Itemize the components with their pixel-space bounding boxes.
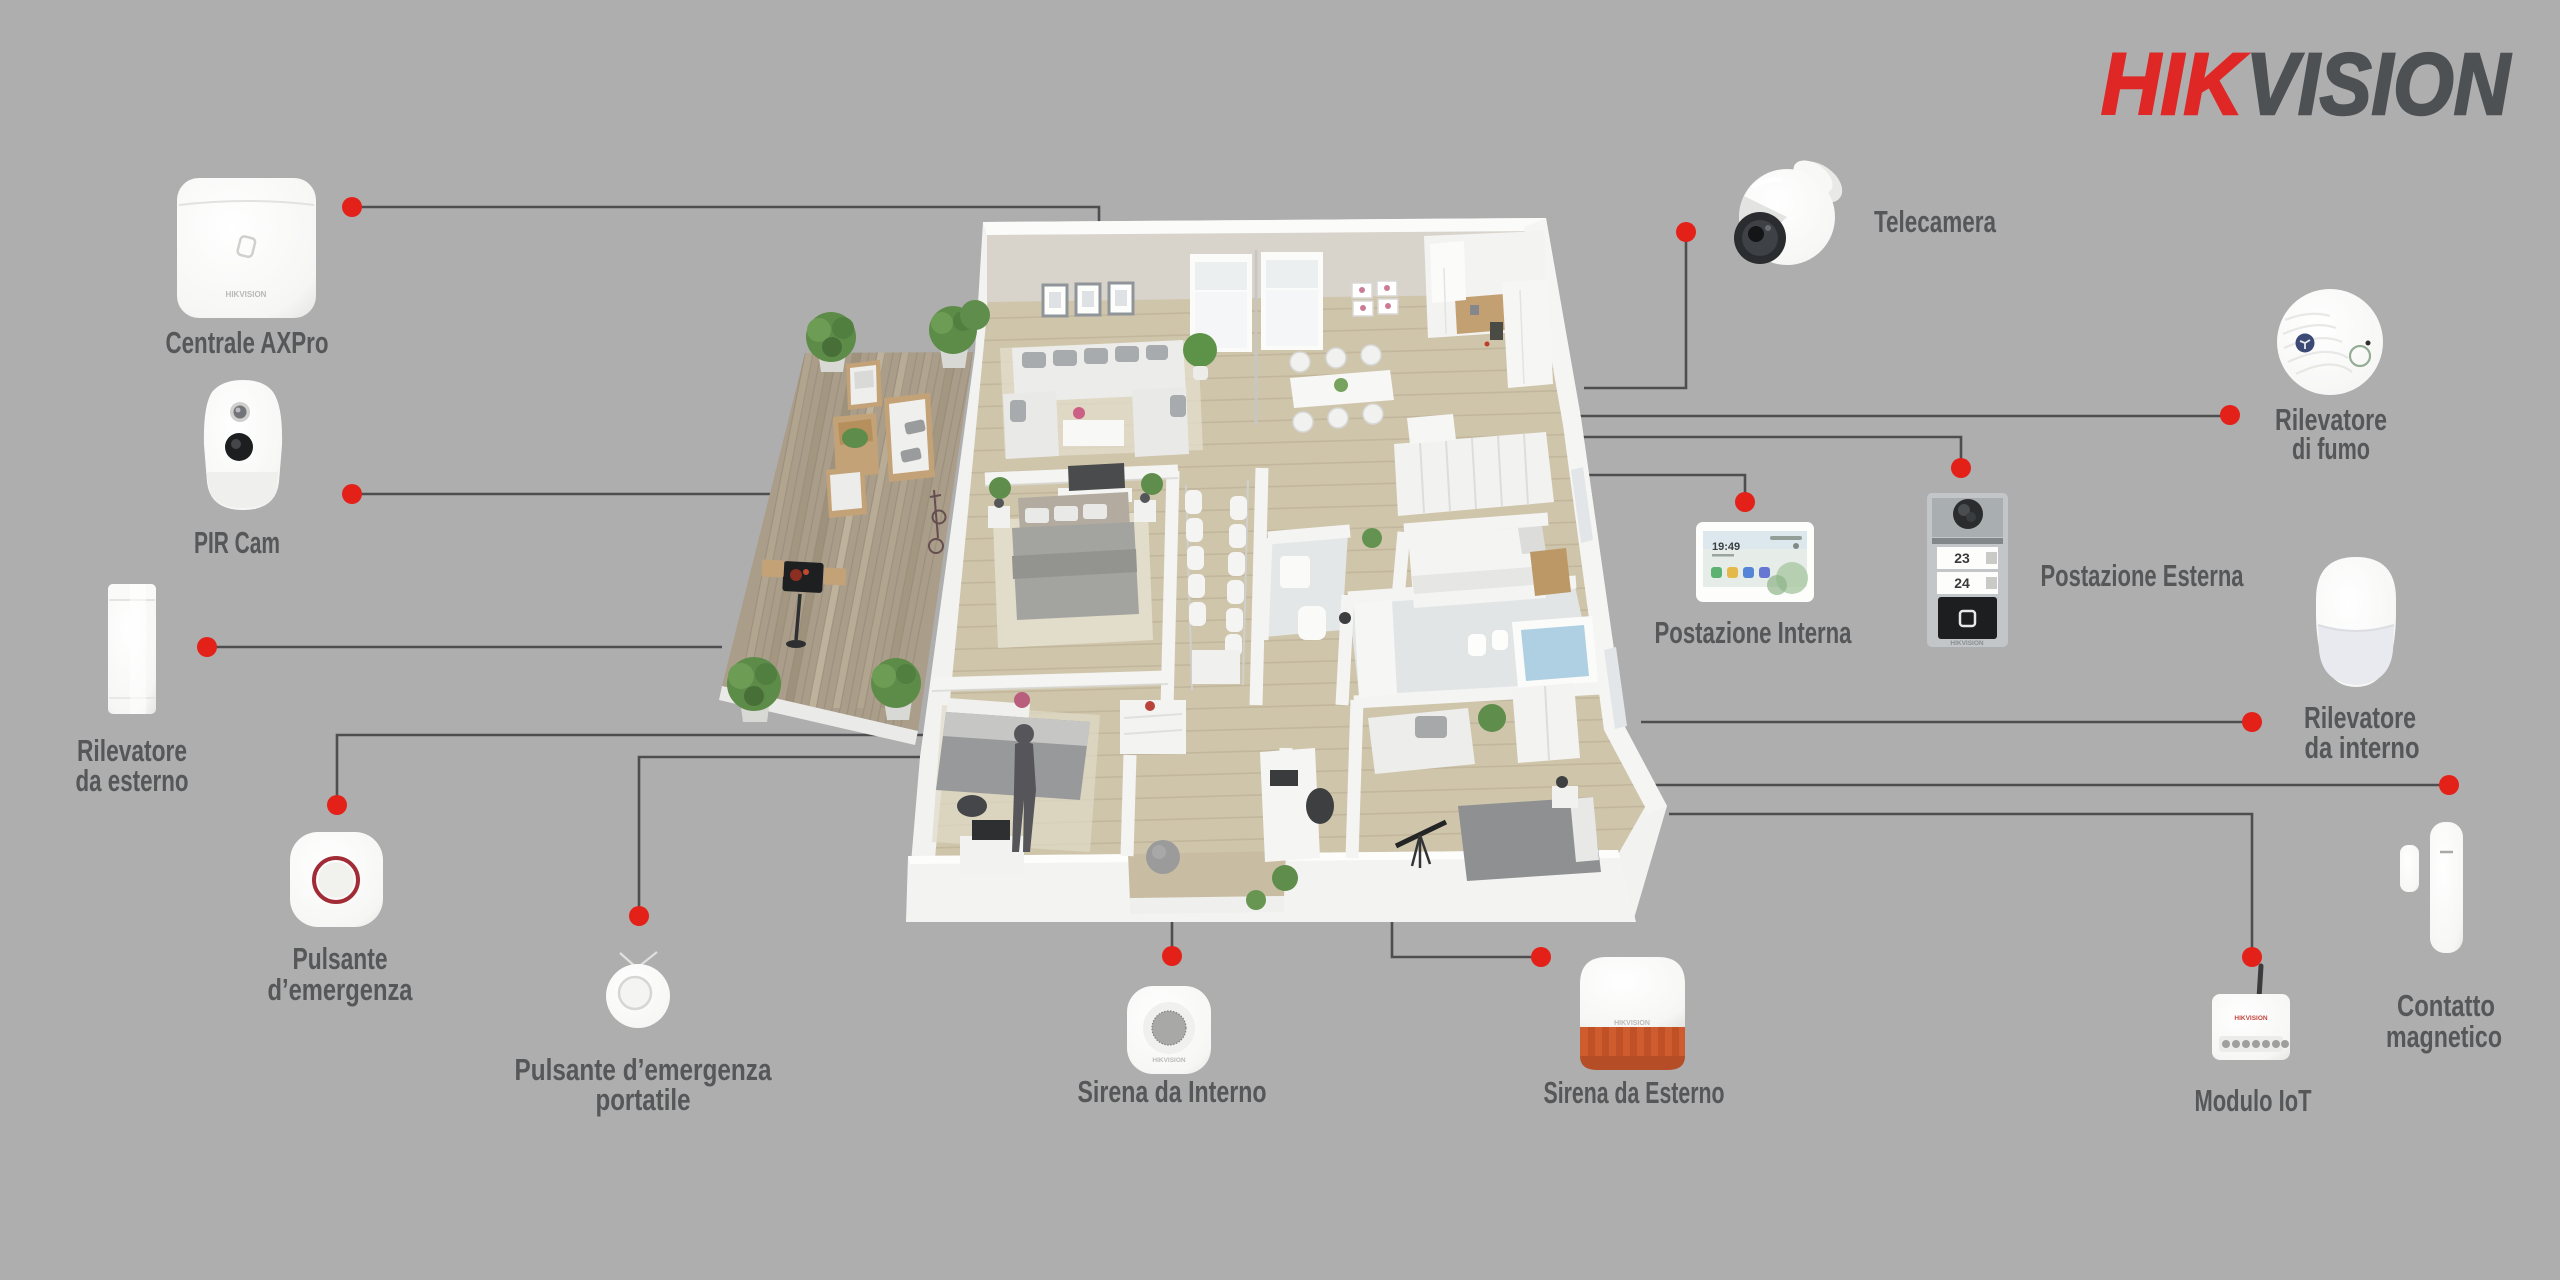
svg-text:di fumo: di fumo	[2292, 431, 2370, 466]
svg-text:Sirena da Esterno: Sirena da Esterno	[1544, 1075, 1725, 1110]
svg-text:Rilevatore: Rilevatore	[2275, 402, 2387, 437]
svg-text:HIKVISION: HIKVISION	[1950, 640, 1984, 647]
svg-text:Centrale AXPro: Centrale AXPro	[166, 325, 329, 360]
svg-text:Telecamera: Telecamera	[1874, 204, 1997, 239]
svg-text:24: 24	[1954, 575, 1970, 591]
svg-text:portatile: portatile	[596, 1082, 691, 1117]
svg-text:PIR Cam: PIR Cam	[194, 525, 280, 560]
svg-text:da interno: da interno	[2305, 730, 2420, 765]
svg-text:Contatto: Contatto	[2397, 988, 2495, 1023]
svg-text:HIKVISION: HIKVISION	[1614, 1020, 1650, 1027]
svg-text:Rilevatore: Rilevatore	[2304, 700, 2416, 735]
svg-text:VISION: VISION	[2246, 36, 2512, 133]
svg-text:Sirena da Interno: Sirena da Interno	[1078, 1074, 1267, 1109]
svg-text:19:49: 19:49	[1712, 541, 1740, 553]
svg-text:Pulsante d’emergenza: Pulsante d’emergenza	[515, 1052, 773, 1087]
svg-text:HIK: HIK	[2101, 36, 2249, 133]
svg-text:Pulsante: Pulsante	[293, 941, 388, 976]
svg-text:da esterno: da esterno	[76, 763, 189, 798]
svg-text:23: 23	[1954, 550, 1970, 566]
svg-text:Postazione Interna: Postazione Interna	[1655, 615, 1853, 650]
svg-text:HIKVISION: HIKVISION	[226, 290, 267, 299]
svg-text:Modulo IoT: Modulo IoT	[2195, 1083, 2312, 1118]
svg-text:HIKVISION: HIKVISION	[2234, 1015, 2268, 1022]
svg-text:Rilevatore: Rilevatore	[77, 733, 187, 768]
svg-text:d’emergenza: d’emergenza	[268, 972, 414, 1007]
svg-text:magnetico: magnetico	[2386, 1019, 2502, 1054]
svg-text:Postazione Esterna: Postazione Esterna	[2041, 558, 2245, 593]
svg-text:HIKVISION: HIKVISION	[1152, 1057, 1186, 1064]
